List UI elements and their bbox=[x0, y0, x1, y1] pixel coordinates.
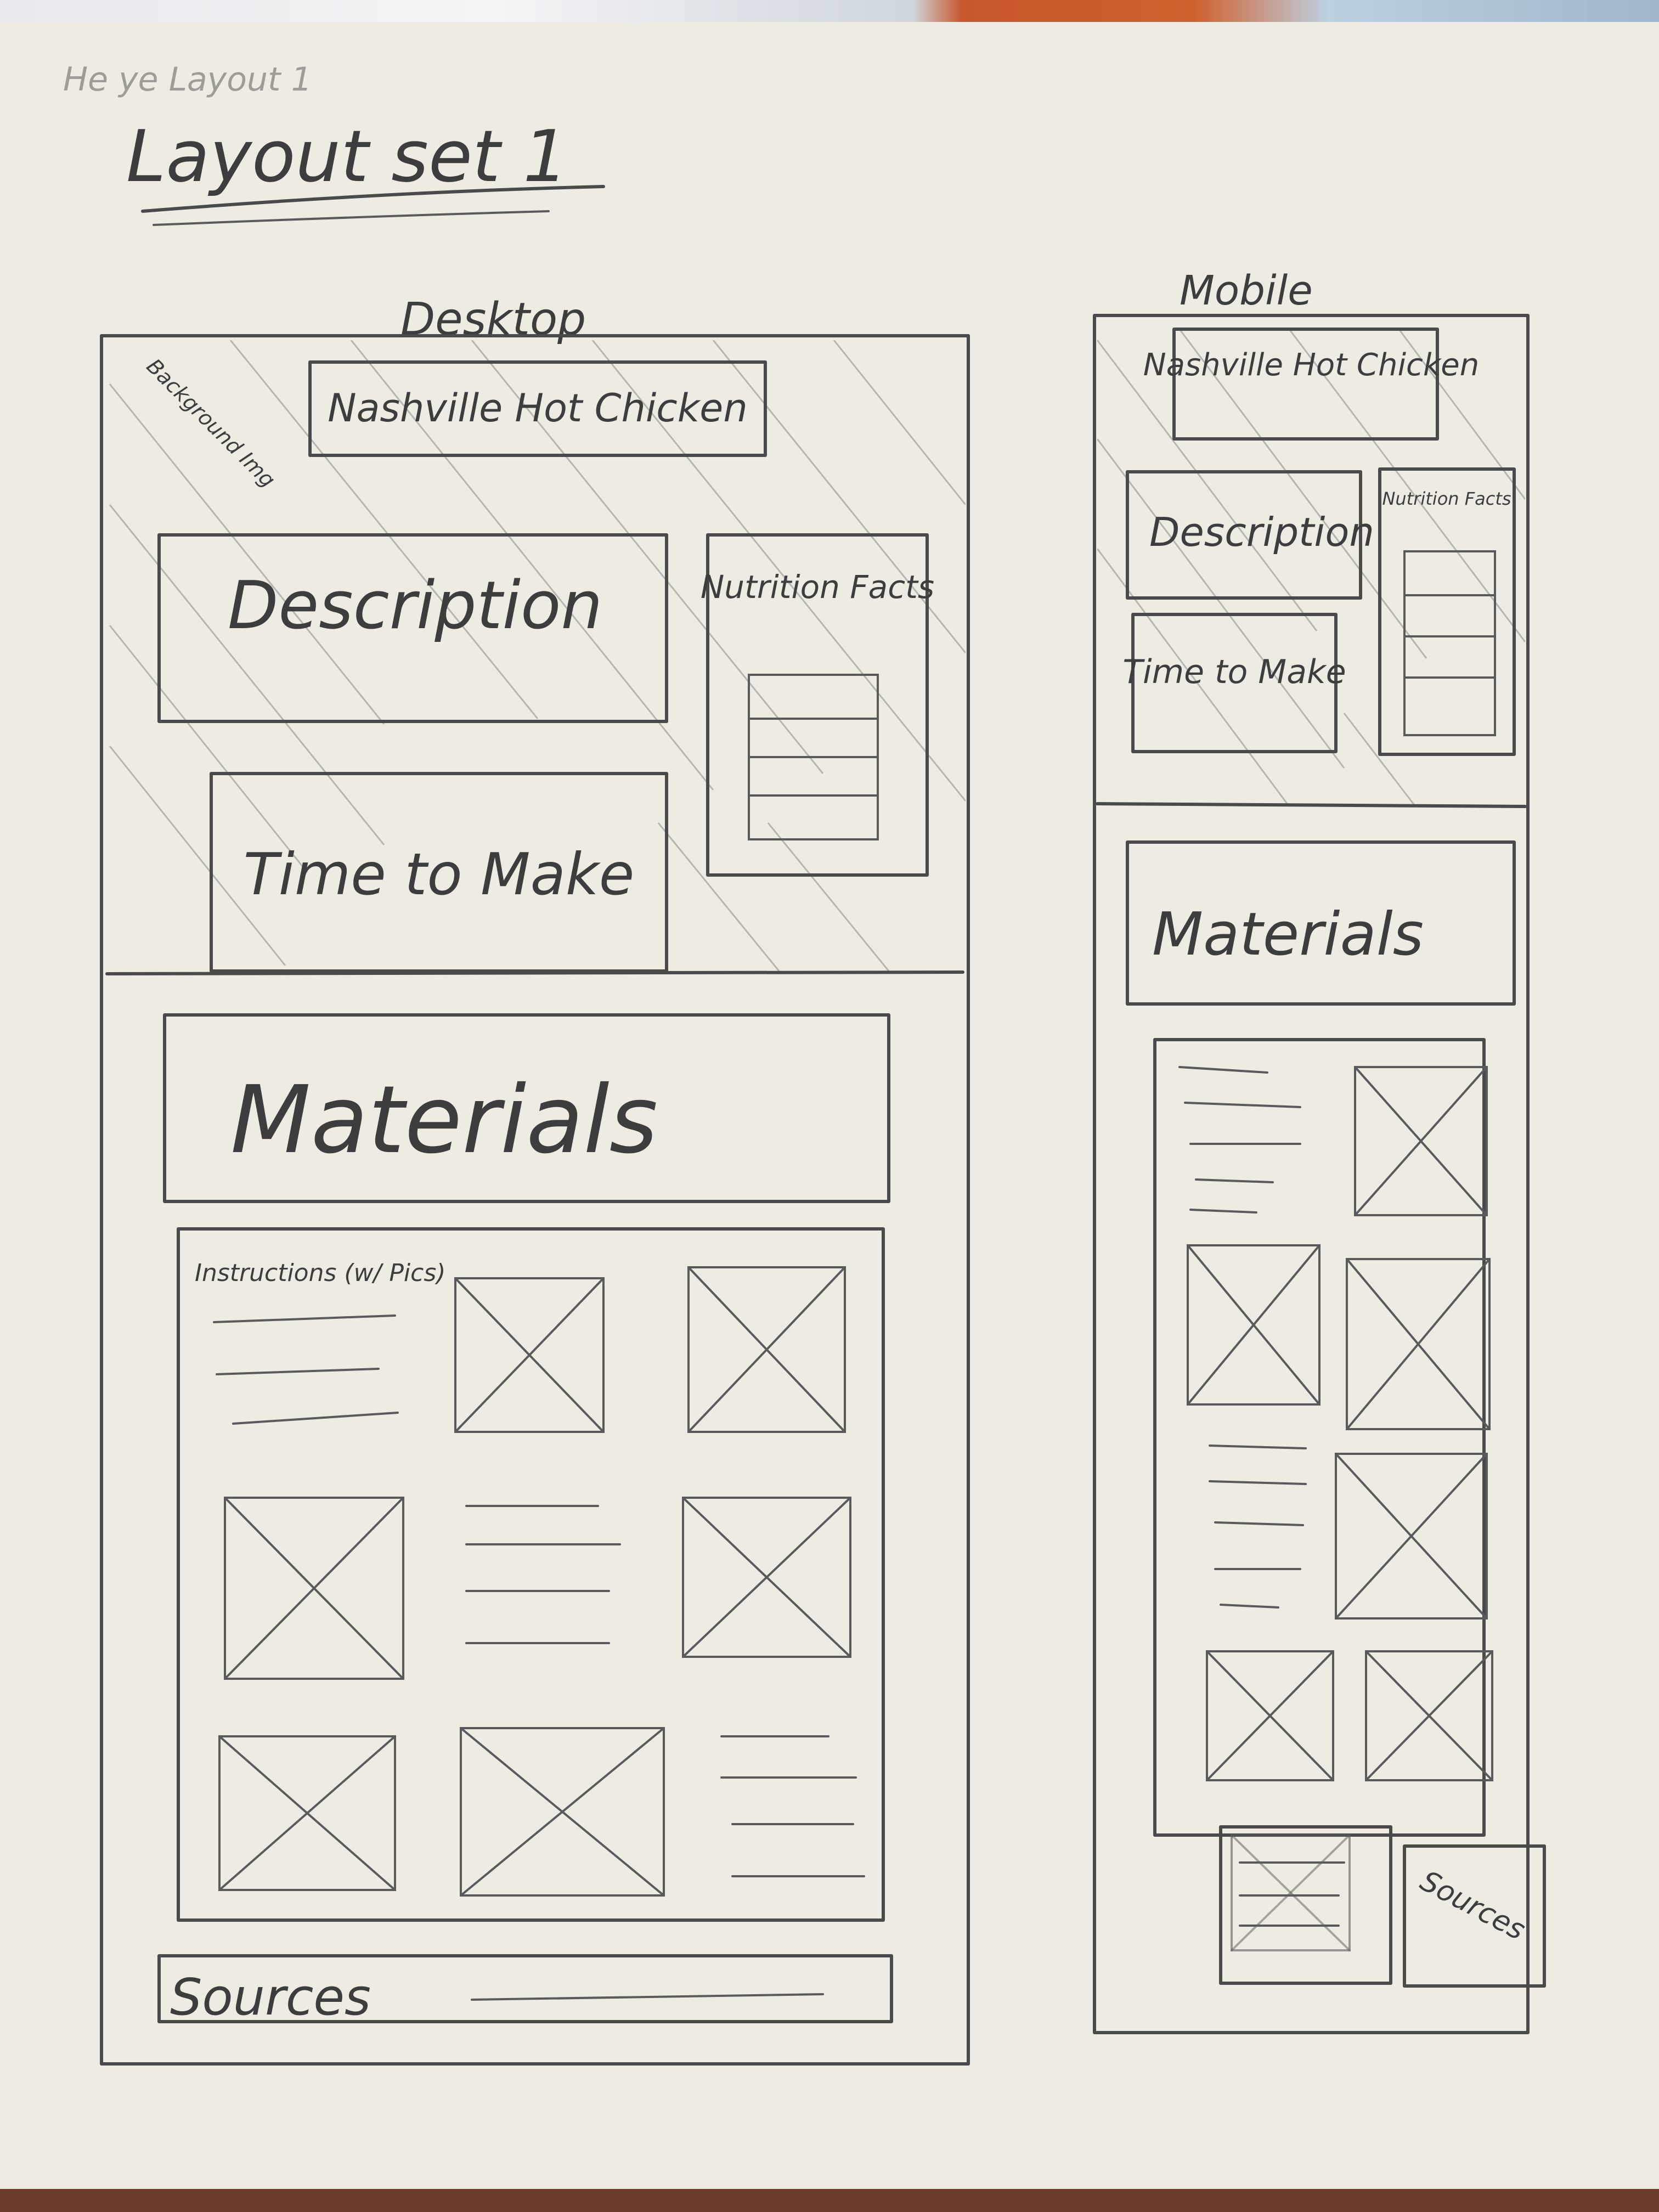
desktop-instructions-label: Instructions (w/ Pics) bbox=[195, 1259, 445, 1287]
mobile-materials-box bbox=[1126, 840, 1516, 1006]
mobile-hero-hatching bbox=[1097, 329, 1525, 806]
desktop-image-placeholder-1 bbox=[454, 1277, 605, 1433]
desktop-time-text: Time to Make bbox=[244, 841, 635, 908]
faint-erased-text: He ye Layout 1 bbox=[63, 60, 312, 99]
mobile-nutrition-table bbox=[1403, 550, 1496, 736]
sheet-title: Layout set 1 bbox=[126, 115, 568, 198]
mobile-instruction-text-lines-2 bbox=[1209, 1444, 1307, 1609]
desktop-label: Desktop bbox=[400, 294, 586, 346]
desktop-hero-divider bbox=[105, 970, 964, 975]
title-underline-2 bbox=[153, 210, 550, 226]
mobile-image-placeholder-6 bbox=[1365, 1650, 1493, 1781]
mobile-nutrition-box bbox=[1378, 467, 1516, 756]
mobile-title-text: Nashville Hot Chicken bbox=[1143, 347, 1479, 383]
desktop-image-placeholder-2 bbox=[687, 1266, 846, 1433]
mobile-bottom-left-box bbox=[1219, 1825, 1392, 1985]
desktop-description-box bbox=[157, 533, 668, 723]
desktop-image-placeholder-4 bbox=[682, 1497, 851, 1658]
desktop-materials-box bbox=[163, 1013, 890, 1203]
desktop-image-placeholder-5 bbox=[218, 1735, 396, 1891]
mobile-frame bbox=[1093, 314, 1530, 2034]
mobile-time-text: Time to Make bbox=[1122, 653, 1346, 691]
desktop-instructions-box bbox=[177, 1227, 885, 1922]
title-underline bbox=[141, 185, 605, 213]
mobile-description-text: Description bbox=[1149, 509, 1374, 555]
mobile-image-placeholder-4 bbox=[1335, 1453, 1488, 1620]
desktop-nutrition-table bbox=[748, 674, 879, 840]
desktop-instruction-text-lines-1 bbox=[213, 1314, 399, 1425]
desktop-image-placeholder-6 bbox=[460, 1727, 665, 1897]
mobile-image-placeholder-3 bbox=[1346, 1258, 1491, 1430]
desktop-description-text: Description bbox=[228, 568, 602, 644]
mobile-materials-text: Materials bbox=[1152, 900, 1424, 969]
mobile-time-box bbox=[1131, 613, 1338, 753]
mobile-sources-text: Sources bbox=[1415, 1865, 1531, 1947]
desktop-nutrition-box bbox=[706, 533, 929, 877]
desktop-instruction-text-lines-2 bbox=[465, 1505, 621, 1644]
mobile-image-placeholder-5 bbox=[1206, 1650, 1334, 1781]
desktop-sources-text: Sources bbox=[170, 1968, 371, 2027]
desktop-frame bbox=[100, 334, 970, 2066]
desktop-time-box bbox=[210, 772, 668, 973]
mobile-title-box bbox=[1172, 328, 1439, 441]
desktop-title-text: Nashville Hot Chicken bbox=[328, 386, 748, 431]
desktop-image-placeholder-3 bbox=[224, 1497, 404, 1680]
desktop-title-box bbox=[308, 360, 767, 457]
mobile-description-box bbox=[1126, 470, 1362, 600]
desktop-sources-line bbox=[471, 1993, 824, 2001]
mobile-instructions-box bbox=[1153, 1038, 1486, 1837]
mobile-title-text-bound: Nashville Hot Chicken bbox=[1143, 347, 1479, 383]
desktop-sources-box bbox=[157, 1954, 893, 2023]
mobile-label: Mobile bbox=[1180, 267, 1313, 314]
mobile-hero-divider bbox=[1096, 802, 1527, 808]
desktop-hero-hatching bbox=[109, 340, 966, 971]
mobile-image-placeholder-1 bbox=[1354, 1066, 1488, 1216]
desktop-materials-text: Materials bbox=[230, 1066, 658, 1175]
mobile-sources-box bbox=[1403, 1844, 1546, 1988]
desktop-nutrition-text: Nutrition Facts bbox=[701, 568, 934, 606]
mobile-image-placeholder-2 bbox=[1187, 1244, 1321, 1406]
mobile-nutrition-text: Nutrition Facts bbox=[1382, 488, 1511, 509]
desktop-instruction-text-lines-3 bbox=[720, 1735, 865, 1877]
mobile-instruction-text-lines-1 bbox=[1178, 1066, 1301, 1214]
